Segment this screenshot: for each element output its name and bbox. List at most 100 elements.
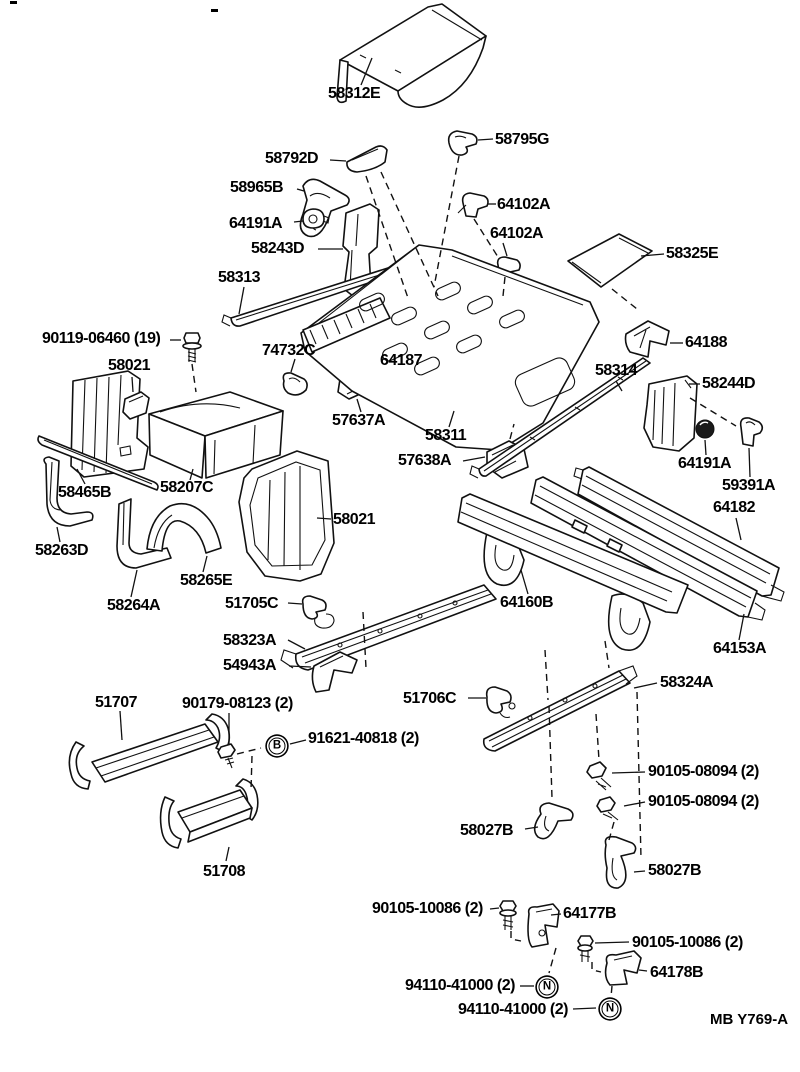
part-label-64102a: 64102A — [490, 225, 544, 242]
part-label-58027b: 58027B — [460, 822, 514, 839]
part-58263d — [43, 456, 94, 543]
part-90105-10086-bolt-1 — [489, 900, 517, 930]
leader-n2 — [572, 1007, 597, 1010]
part-label-64191a: 64191A — [678, 455, 732, 472]
part-64178b — [604, 950, 648, 986]
part-label-64102a: 64102A — [497, 196, 551, 213]
part-label-64153a: 64153A — [713, 640, 767, 657]
part-label-51705c: 51705C — [225, 595, 279, 612]
part-label-54943a: 54943A — [223, 657, 277, 674]
part-label-59391a: 59391A — [722, 477, 776, 494]
part-64191a-grommet-2 — [695, 419, 715, 456]
part-58027b-1 — [524, 802, 574, 840]
part-label-64178b: 64178B — [650, 964, 704, 981]
part-64153a — [530, 476, 766, 641]
part-label-90105-08094-2: 90105-08094 (2) — [648, 793, 759, 810]
part-58311-floor-pan — [300, 244, 600, 451]
part-54943a — [288, 651, 358, 693]
part-label-58465b: 58465B — [58, 484, 112, 501]
part-label-64191a: 64191A — [229, 215, 283, 232]
part-90105-10086-bolt-2 — [577, 935, 630, 962]
part-label-90105-10086-2: 90105-10086 (2) — [632, 934, 743, 951]
part-64177b — [527, 903, 562, 948]
part-label-58021: 58021 — [333, 511, 376, 528]
part-58792d — [329, 145, 388, 173]
part-label-90105-10086-2: 90105-10086 (2) — [372, 900, 483, 917]
part-label-58243d: 58243D — [251, 240, 305, 257]
part-label-57637a: 57637A — [332, 412, 386, 429]
part-label-58324a: 58324A — [660, 674, 714, 691]
part-label-90119-06460-19: 90119-06460 (19) — [42, 330, 161, 347]
part-64102a-clip-1 — [457, 192, 496, 218]
part-label-64160b: 64160B — [500, 594, 554, 611]
part-90179-bolt — [217, 713, 236, 769]
part-58207c — [148, 391, 284, 481]
part-58325e — [567, 233, 665, 288]
part-58021-shield — [238, 450, 335, 582]
part-58265e — [146, 502, 222, 573]
part-74732c — [282, 358, 308, 396]
part-51707 — [68, 710, 231, 790]
part-64182 — [573, 466, 785, 602]
assembly-dashed-lines — [191, 155, 737, 998]
part-51705c — [287, 595, 335, 629]
part-64191a-grommet-1 — [293, 208, 330, 229]
part-58323a — [280, 584, 497, 671]
part-label-58263d: 58263D — [35, 542, 89, 559]
part-58465b — [37, 435, 159, 491]
part-label-58264a: 58264A — [107, 597, 161, 614]
part-58324a — [482, 665, 658, 752]
part-label-58265e: 58265E — [180, 572, 233, 589]
part-label-b: B — [268, 737, 286, 755]
part-label-64187: 64187 — [380, 352, 423, 369]
part-label-58244d: 58244D — [702, 375, 756, 392]
part-label-64188: 64188 — [685, 334, 728, 351]
part-label-n: N — [601, 1000, 619, 1018]
print-mark — [10, 1, 17, 4]
part-label-58021: 58021 — [108, 357, 151, 374]
part-label-94110-41000-2: 94110-41000 (2) — [405, 977, 515, 994]
part-58795g — [447, 130, 494, 156]
part-label-58323a: 58323A — [223, 632, 277, 649]
part-90105-08094-bolt-1 — [586, 761, 646, 791]
part-51706c — [468, 686, 516, 719]
part-label-57638a: 57638A — [398, 452, 452, 469]
part-label-58312e: 58312E — [328, 85, 381, 102]
part-label-74732c: 74732C — [262, 342, 316, 359]
part-label-58795g: 58795G — [495, 131, 549, 148]
part-64160b — [457, 493, 689, 651]
part-label-51707: 51707 — [95, 694, 138, 711]
part-58027b-2 — [604, 835, 646, 889]
part-label-94110-41000-2: 94110-41000 (2) — [458, 1001, 568, 1018]
part-label-90105-08094-2: 90105-08094 (2) — [648, 763, 759, 780]
part-label-51708: 51708 — [203, 863, 246, 880]
part-51708 — [159, 778, 259, 862]
part-label-64177b: 64177B — [563, 905, 617, 922]
part-58314 — [469, 357, 651, 479]
part-90105-08094-bolt-2 — [596, 796, 646, 821]
part-label-58314: 58314 — [595, 362, 638, 379]
part-left-side-panel — [70, 370, 150, 478]
part-label-58965b: 58965B — [230, 179, 284, 196]
part-label-58313: 58313 — [218, 269, 261, 286]
part-label-58311: 58311 — [425, 427, 467, 444]
part-label-58325e: 58325E — [666, 245, 719, 262]
part-label-51706c: 51706C — [403, 690, 457, 707]
part-label-58207c: 58207C — [160, 479, 214, 496]
part-label-91621-40818-2: 91621-40818 (2) — [308, 730, 419, 747]
part-label-90179-08123-2: 90179-08123 (2) — [182, 695, 293, 712]
part-58312e — [336, 3, 487, 108]
part-label-64182: 64182 — [713, 499, 756, 516]
part-label-58792d: 58792D — [265, 150, 319, 167]
part-58965b — [296, 178, 350, 238]
print-mark — [211, 9, 218, 12]
part-58244d — [643, 375, 700, 452]
part-90119-bolt — [170, 332, 202, 363]
leader-b-circle — [289, 739, 307, 745]
part-59391a — [739, 417, 764, 478]
part-64188 — [624, 320, 683, 358]
drawing-code: MB Y769-A — [710, 1011, 789, 1028]
part-label-58027b: 58027B — [648, 862, 702, 879]
